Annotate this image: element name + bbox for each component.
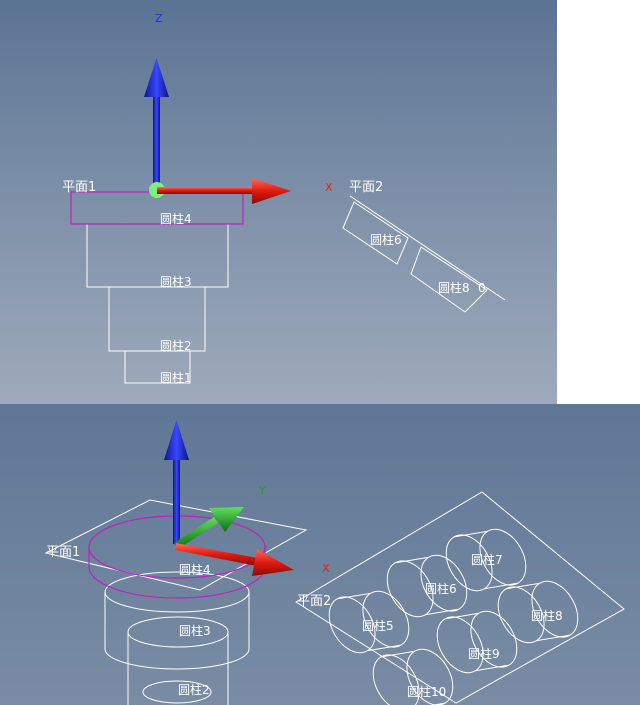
cylinder-3-shape[interactable] — [104, 571, 250, 670]
x-axis-arrowhead[interactable] — [252, 178, 291, 204]
cylinder-8-outline[interactable] — [410, 246, 488, 313]
z-axis-arrowhead[interactable] — [164, 420, 189, 460]
cylinder-6-label: 圆柱6 — [425, 581, 457, 596]
cylinder-8-shape[interactable] — [489, 563, 587, 661]
cylinder-10-label: 圆柱10 — [407, 684, 446, 699]
cylinder-5-shape[interactable] — [320, 573, 418, 671]
cylinder-6-label: 圆柱6 — [370, 232, 402, 247]
cylinder-9-shape[interactable] — [428, 593, 526, 691]
x-axis-shaft[interactable] — [175, 543, 258, 566]
front-view-canvas[interactable]: Z X 平面1 平面2 圆柱4 圆柱3 圆柱2 圆柱1 圆柱6 圆柱8 0 — [0, 0, 557, 404]
plane-2-group[interactable] — [295, 491, 625, 705]
cylinder-4-label: 圆柱4 — [179, 562, 211, 577]
cylinder-10-shape[interactable] — [364, 631, 462, 705]
y-axis-arrowhead[interactable] — [209, 507, 244, 532]
cylinder-8-label: 圆柱8 — [438, 280, 470, 295]
plane-2-label: 平面2 — [349, 180, 383, 195]
z-axis-label: Z — [155, 12, 163, 25]
cylinder-2-shape[interactable] — [127, 616, 229, 705]
cylinder-2-label: 圆柱2 — [160, 338, 192, 353]
z-axis-shaft[interactable] — [153, 92, 160, 190]
cylinder-3-outline[interactable] — [86, 223, 229, 288]
cylinder-2-label: 圆柱2 — [178, 682, 210, 697]
cylinder-3-label: 圆柱3 — [179, 623, 211, 638]
cylinder-7-shape[interactable] — [437, 511, 535, 609]
perspective-view-canvas[interactable]: Y X 平面1 平面2 圆柱4 圆柱3 圆柱2 圆柱5 圆柱6 圆柱7 圆柱8 … — [0, 404, 640, 705]
y-axis-label: Y — [258, 484, 266, 497]
cylinder-4-label: 圆柱4 — [160, 211, 192, 226]
x-axis-shaft[interactable] — [157, 187, 255, 194]
viewport-front[interactable]: Z X 平面1 平面2 圆柱4 圆柱3 圆柱2 圆柱1 圆柱6 圆柱8 0 — [0, 0, 557, 404]
plane-2-group[interactable] — [342, 195, 506, 313]
cylinder-1-outline[interactable] — [124, 350, 191, 384]
cylinder-3-label: 圆柱3 — [160, 274, 192, 289]
transform-gizmo[interactable] — [164, 420, 294, 576]
plane-1-label: 平面1 — [62, 180, 96, 195]
cylinder-8-label: 圆柱8 — [531, 608, 563, 623]
x-axis-label: X — [325, 181, 333, 194]
plane-1-outline[interactable] — [44, 499, 308, 591]
plane-2-label: 平面2 — [297, 594, 331, 609]
cylinder-7-label: 圆柱7 — [471, 552, 503, 567]
z-axis-shaft[interactable] — [173, 456, 180, 544]
cylinder-6-shape[interactable] — [378, 537, 476, 635]
transform-gizmo[interactable] — [144, 58, 291, 204]
cylinder-10-label-fragment: 0 — [478, 281, 486, 295]
cylinder-1-shape[interactable] — [142, 680, 212, 704]
viewport-perspective[interactable]: Y X 平面1 平面2 圆柱4 圆柱3 圆柱2 圆柱5 圆柱6 圆柱7 圆柱8 … — [0, 404, 640, 705]
x-axis-arrowhead[interactable] — [252, 549, 294, 576]
plane-2-outline[interactable] — [295, 491, 625, 704]
cylinder-5-label: 圆柱5 — [362, 618, 394, 633]
y-axis-shaft[interactable] — [174, 517, 218, 549]
z-axis-arrowhead[interactable] — [144, 58, 169, 97]
plane-1-label: 平面1 — [46, 545, 80, 560]
plane-2-edge — [349, 195, 506, 301]
x-axis-label: X — [322, 562, 330, 575]
cylinder-1-label: 圆柱1 — [160, 370, 192, 385]
cylinder-6-outline[interactable] — [342, 201, 409, 265]
cylinder-9-label: 圆柱9 — [468, 646, 500, 661]
